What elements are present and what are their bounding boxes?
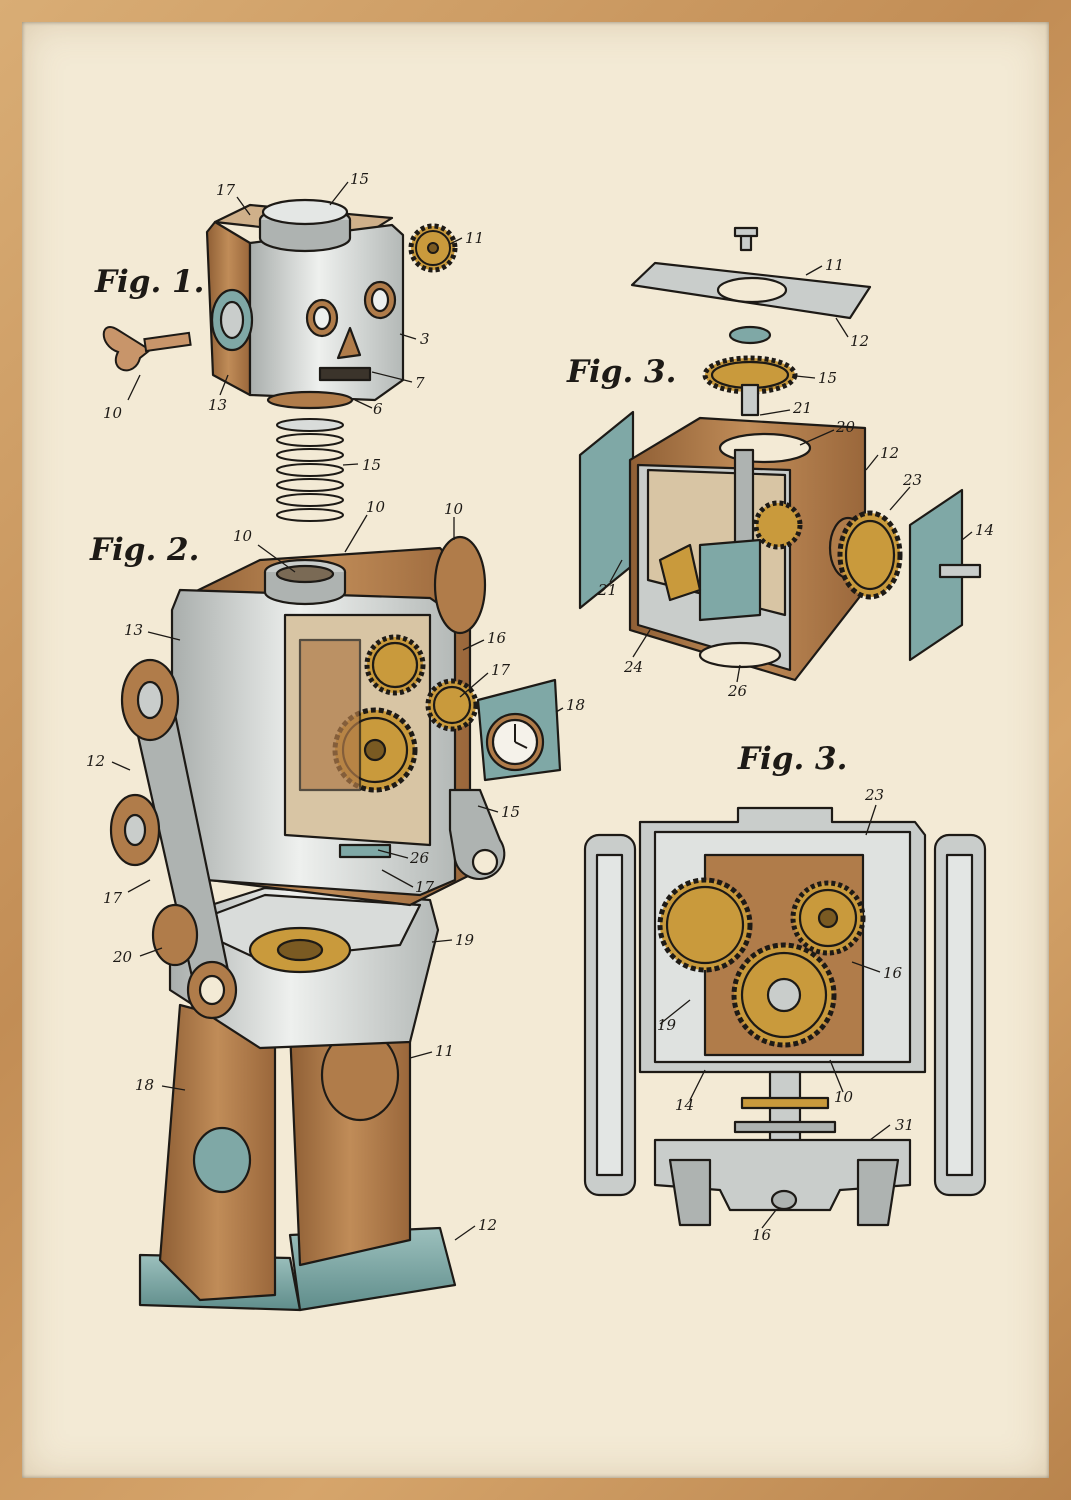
fig1-head: [205, 198, 405, 410]
callout-fig1-10: 10: [103, 404, 123, 422]
callout-fig3a-12b: 12: [880, 444, 899, 462]
callout-fig3a-24: 24: [623, 658, 643, 676]
callout-fig3b-19: 19: [657, 1016, 677, 1034]
callout-fig2-15: 15: [501, 803, 520, 821]
callout-fig1-11: 11: [465, 229, 484, 247]
fig3a-labels: 11 12 15 21 20 12 23 14 21 24 26: [597, 256, 994, 700]
fig3b-labels: 23 16 19 14 10 31 16: [657, 786, 914, 1244]
callout-fig3a-12a: 12: [850, 332, 869, 350]
callout-fig3a-14: 14: [975, 521, 994, 539]
figure-title-fig3b: Fig. 3.: [738, 741, 848, 777]
callout-fig1-7: 7: [415, 374, 425, 392]
fig1-labels: 17 15 11 3 7 6 10 13 15: [103, 170, 484, 474]
callout-fig2-10b: 10: [366, 498, 386, 516]
fig3a-gearbox: [578, 226, 982, 682]
fig3a-callouts: [609, 265, 973, 683]
fig1-callouts: [127, 181, 463, 466]
callout-fig2-10c: 10: [444, 500, 464, 518]
figure-title-fig3a: Fig. 3.: [567, 354, 677, 390]
callout-fig3a-21b: 21: [597, 581, 617, 599]
callout-fig1-15: 15: [350, 170, 369, 188]
callout-fig2-18b: 18: [135, 1076, 154, 1094]
callout-fig3a-26: 26: [727, 682, 748, 700]
callout-fig1-3: 3: [420, 330, 430, 348]
callout-fig3b-10: 10: [834, 1088, 854, 1106]
callout-fig2-17c: 17: [103, 889, 123, 907]
callout-fig2-26: 26: [409, 849, 430, 867]
fig2-robot: [109, 535, 562, 1312]
callout-fig2-13: 13: [124, 621, 143, 639]
callout-fig2-17a: 17: [491, 661, 511, 679]
figure-title-fig2: Fig. 2.: [90, 532, 200, 568]
callout-fig3a-15: 15: [818, 369, 837, 387]
callout-fig2-17b: 17: [415, 878, 435, 896]
callout-fig3b-14: 14: [675, 1096, 694, 1114]
gear-icon: [408, 223, 458, 273]
callout-fig3b-23: 23: [864, 786, 884, 804]
callout-fig2-11: 11: [435, 1042, 454, 1060]
spring-icon: [276, 418, 344, 522]
callout-fig2-20: 20: [112, 948, 133, 966]
callout-fig2-12a: 12: [86, 752, 105, 770]
callout-fig3b-31: 31: [895, 1116, 914, 1134]
callout-fig1-15b: 15: [362, 456, 381, 474]
callout-fig1-13: 13: [208, 396, 227, 414]
callout-fig2-16: 16: [487, 629, 507, 647]
fig3b-cross-section: [583, 806, 987, 1227]
wind-key-icon: [102, 326, 192, 372]
fig3b-callouts: [659, 804, 891, 1229]
callout-fig3b-16b: 16: [752, 1226, 772, 1244]
callout-fig1-6: 6: [373, 400, 383, 418]
callout-fig3a-20: 20: [835, 418, 856, 436]
callout-fig2-10a: 10: [233, 527, 253, 545]
callout-fig3a-21a: 21: [792, 399, 812, 417]
fig2-labels: 10 10 10 13 16 17 18 12 15 26 17 17 19 2…: [86, 498, 585, 1234]
callout-fig2-12b: 12: [478, 1216, 497, 1234]
fig2-callouts: [111, 514, 564, 1241]
callout-fig1-17: 17: [216, 181, 236, 199]
callout-fig3a-23: 23: [902, 471, 922, 489]
callout-fig3b-16a: 16: [883, 964, 903, 982]
callout-fig2-18a: 18: [566, 696, 585, 714]
figure-title-fig1: Fig. 1.: [95, 264, 205, 300]
callout-fig3a-11: 11: [825, 256, 844, 274]
callout-fig2-19: 19: [455, 931, 475, 949]
